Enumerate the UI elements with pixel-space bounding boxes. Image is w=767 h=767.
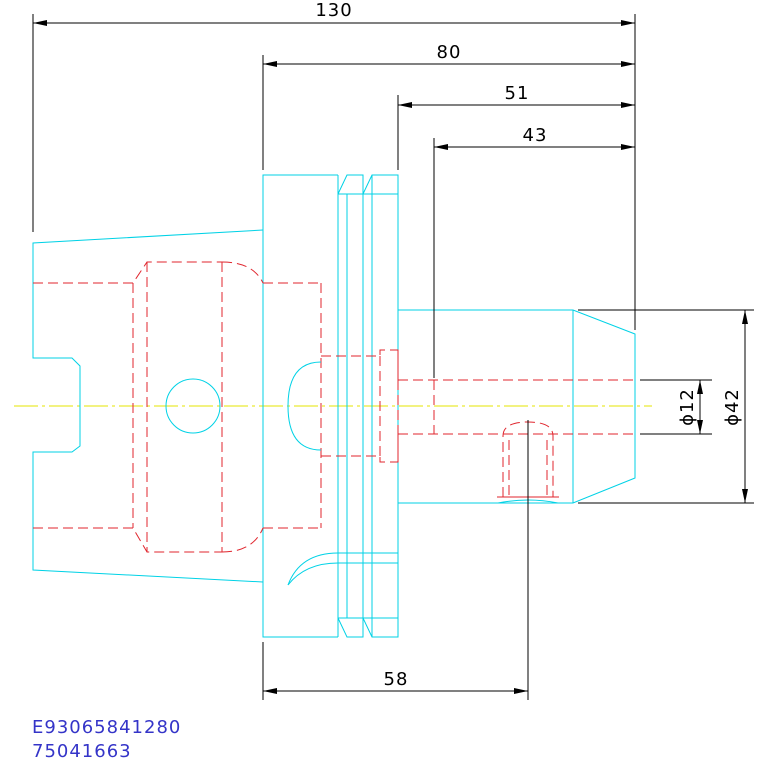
dimensions: 130 80 51 43 58 ϕ12 ϕ42: [32, 0, 754, 700]
tool-holder-outline: [32, 174, 636, 638]
part-code-line-1: E93065841280: [32, 717, 182, 738]
arrow: [514, 688, 528, 694]
arrow: [697, 380, 703, 394]
drive-slot-lower-inner: [287, 562, 398, 586]
arrow: [621, 102, 635, 108]
arrow: [263, 688, 277, 694]
flange-block: [262, 174, 338, 638]
tool-body: [398, 309, 636, 504]
arrow: [434, 144, 448, 150]
arrow: [621, 20, 635, 26]
arrow: [33, 20, 47, 26]
dim-text-80: 80: [437, 42, 462, 63]
shank-bore-curve-top: [221, 261, 264, 284]
arrow: [742, 310, 748, 324]
shank-bore-lower: [33, 527, 222, 553]
cross-hole: [165, 378, 221, 434]
arrow: [621, 61, 635, 67]
dim-text-phi12: ϕ12: [677, 388, 698, 426]
part-code-line-2: 75041663: [32, 741, 132, 762]
inner-arc: [287, 361, 322, 451]
dim-text-58: 58: [384, 669, 409, 690]
arrow: [263, 61, 277, 67]
arrow: [742, 489, 748, 503]
arrow: [398, 102, 412, 108]
part-codes: E93065841280 75041663: [32, 716, 181, 764]
collet-bottom: [321, 434, 399, 463]
collet-top: [321, 349, 399, 380]
shank-bore: [33, 261, 222, 284]
arrow: [621, 144, 635, 150]
flange-rear: [362, 174, 399, 638]
dim-text-130: 130: [315, 0, 352, 21]
arrow: [697, 420, 703, 434]
taper-shank: [32, 229, 264, 583]
shank-bore-curve-bottom: [221, 527, 264, 553]
dim-text-phi42: ϕ42: [722, 388, 743, 426]
hidden-lines: [33, 261, 635, 553]
flange-top: [337, 174, 364, 638]
dim-text-51: 51: [505, 83, 530, 104]
drive-slot-lower: [287, 552, 398, 586]
dim-text-43: 43: [523, 125, 548, 146]
